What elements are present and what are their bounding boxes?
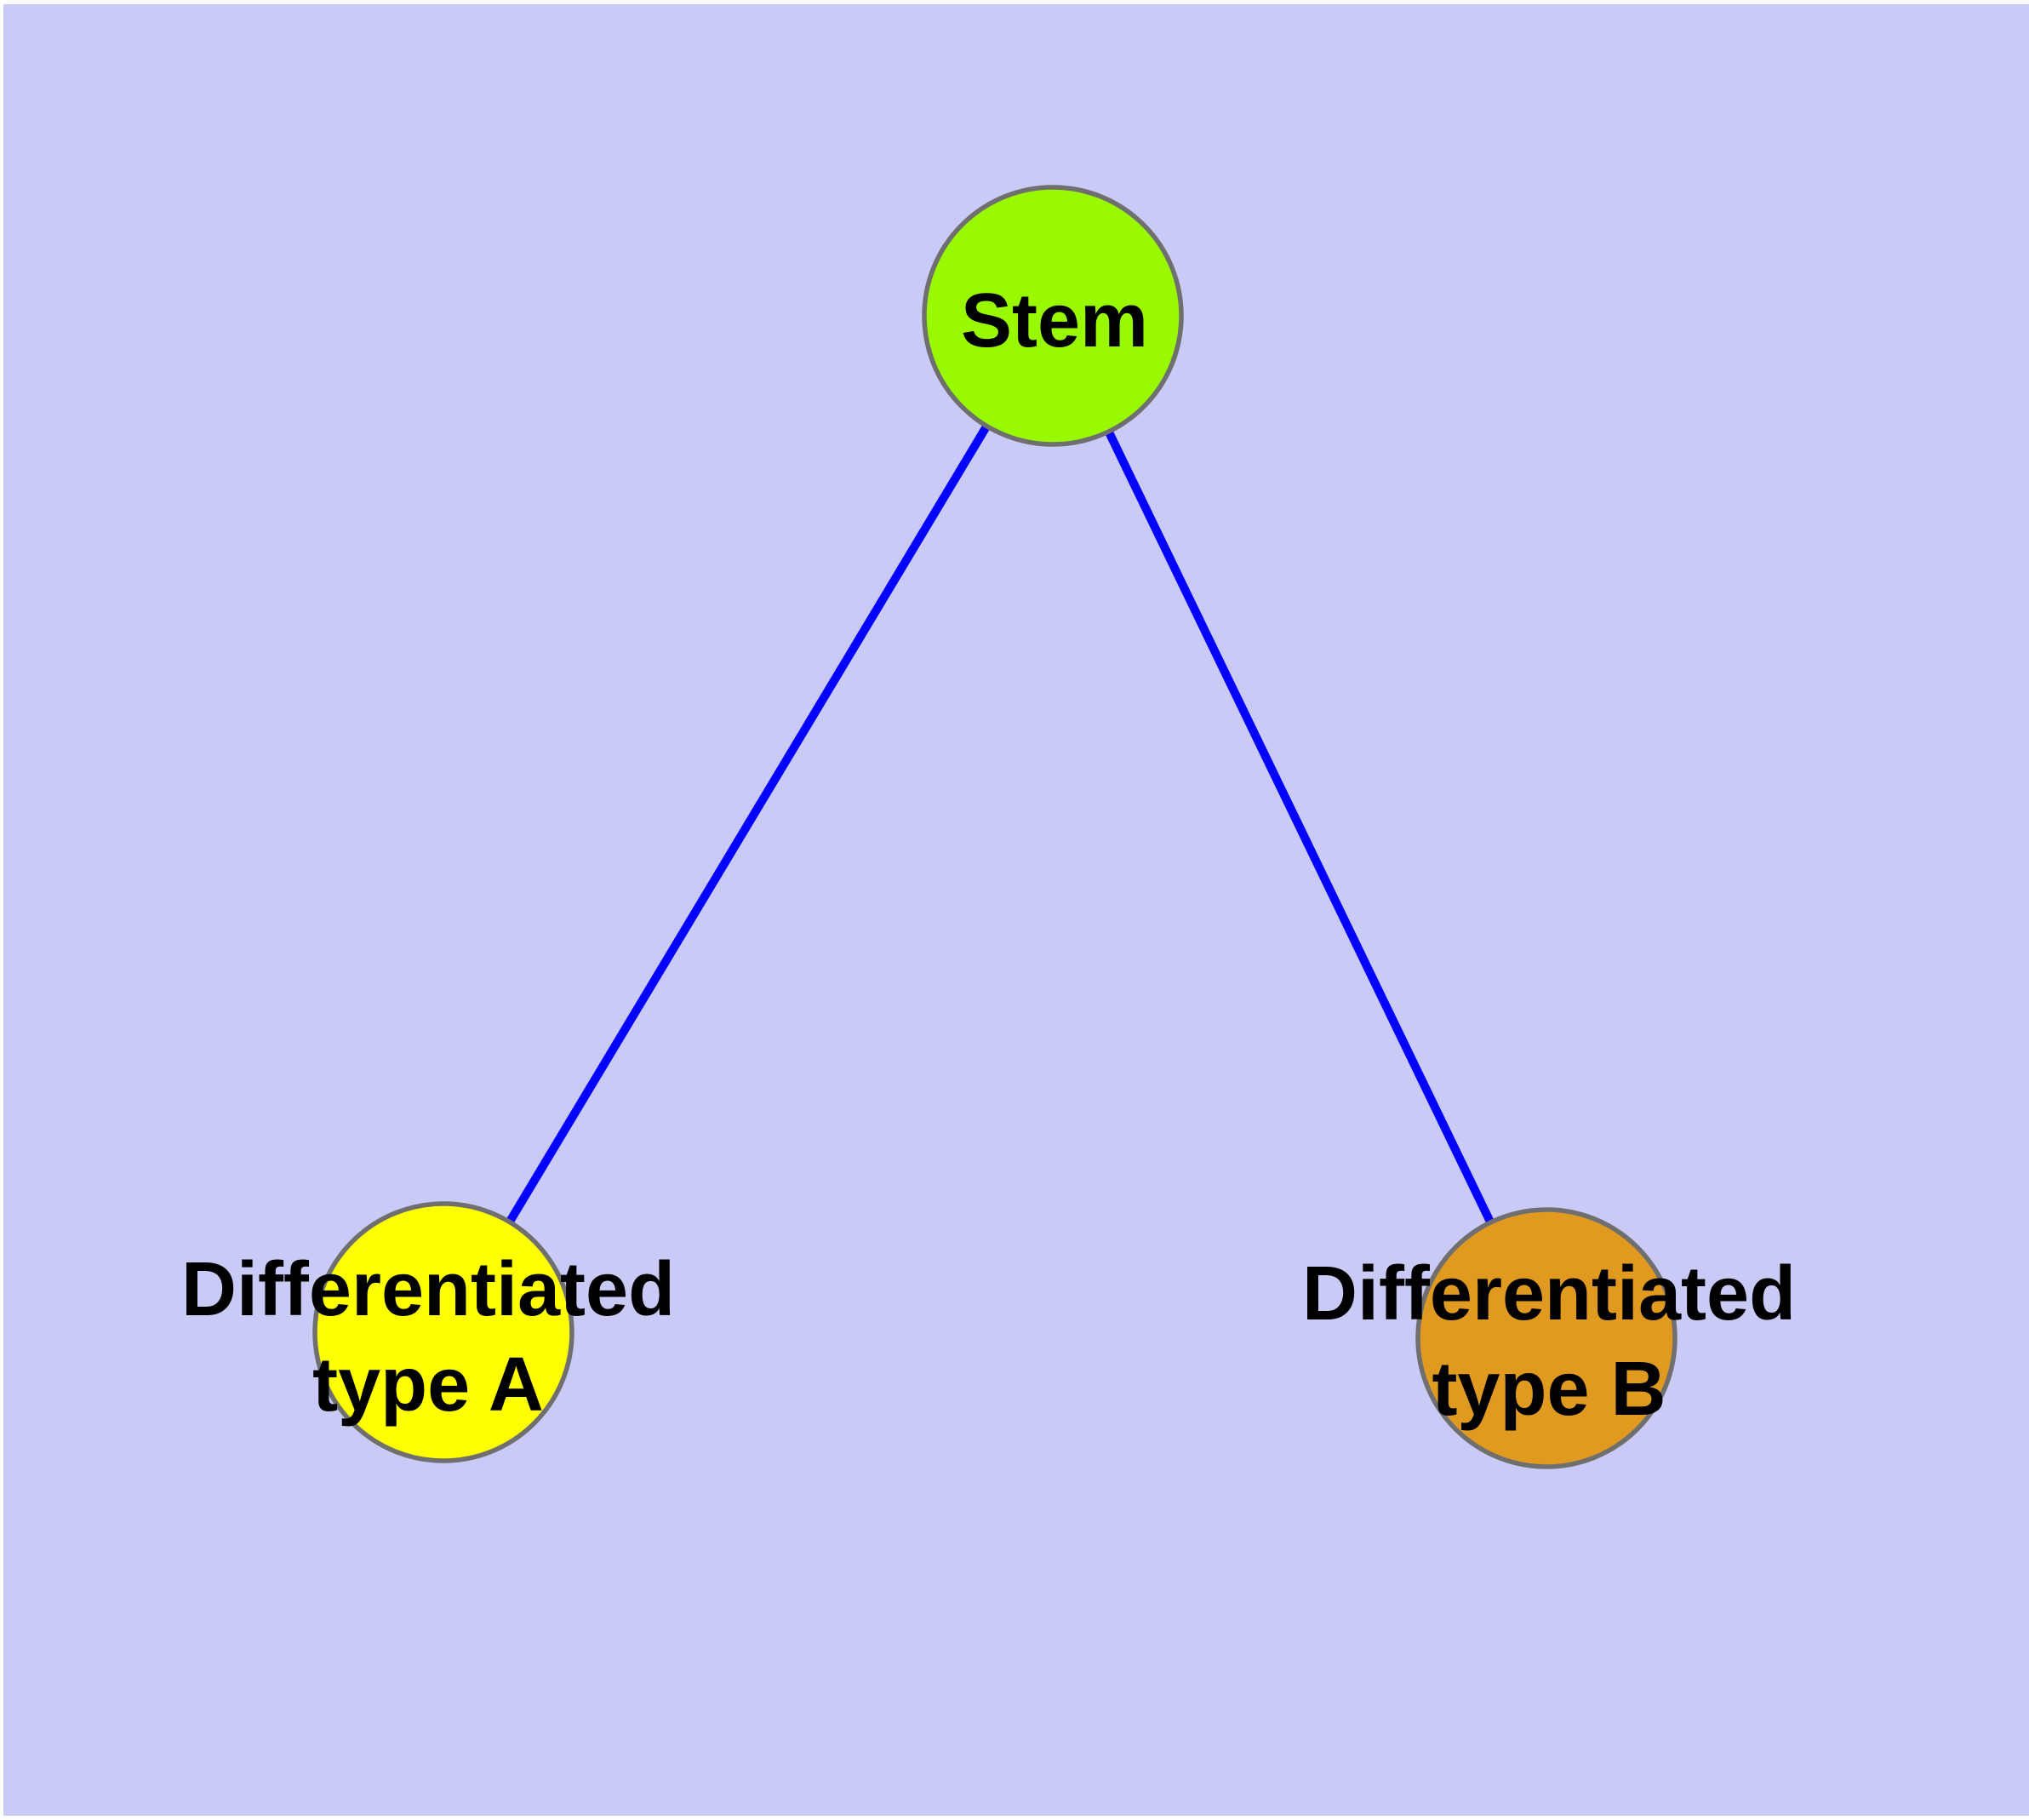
node-stem [922,185,1184,447]
edge-stem-to-type-b [1049,313,1551,1341]
node-differentiated-type-a [312,1201,574,1463]
edge-stem-to-type-a [439,313,1057,1335]
node-differentiated-type-b [1415,1207,1677,1469]
